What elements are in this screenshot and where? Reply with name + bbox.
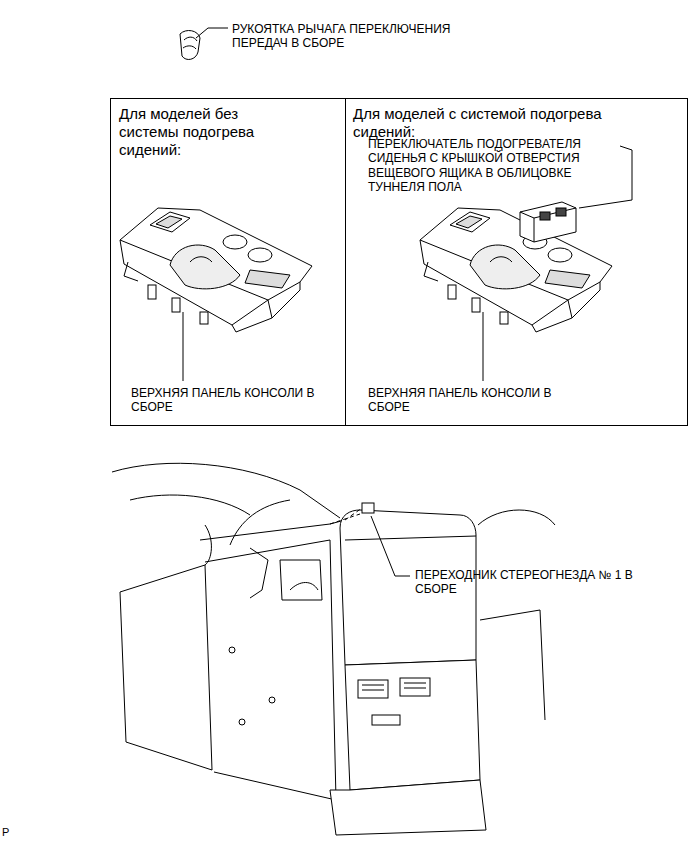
interior-view: [239, 719, 245, 725]
heater-switch: [520, 202, 576, 242]
panel-heading: Для моделей без системы подогрева сидени…: [119, 105, 269, 159]
interior-view: [130, 495, 250, 515]
part-name: ВЕРХНЯЯ ПАНЕЛЬ КОНСОЛИ В СБОРЕ: [368, 386, 593, 415]
leader-line: [483, 312, 484, 381]
console-panel: [420, 208, 612, 332]
part-name: ВЕРХНЯЯ ПАНЕЛЬ КОНСОЛИ В СБОРЕ: [131, 386, 343, 415]
leader-line: [579, 146, 632, 208]
gear-knob: [180, 31, 200, 60]
interior-view: [280, 560, 322, 600]
stereo-jack: [362, 503, 374, 513]
interior-view: [345, 536, 476, 540]
interior-view: [120, 565, 212, 770]
interior-view: [372, 715, 400, 725]
leader-line: [183, 312, 184, 381]
leader-line: [196, 28, 228, 38]
interior-view: [112, 463, 340, 518]
interior-view: [229, 647, 235, 653]
leader-line: [371, 516, 410, 576]
interior-view: [330, 780, 486, 835]
heater-switch: [556, 208, 566, 216]
part-name: ПЕРЕХОДНИК СТЕРЕОГНЕЗДА № 1 В СБОРЕ: [415, 568, 635, 597]
interior-view: [478, 510, 555, 525]
condition-panel: Для моделей с системой подогрева сидений…: [345, 98, 688, 426]
interior-view: [290, 583, 318, 591]
interior-view: [480, 610, 545, 720]
interior-view: [358, 680, 388, 698]
condition-panel: Для моделей без системы подогрева сидени…: [110, 98, 346, 426]
gear-knob: [184, 37, 197, 41]
interior-view: [230, 500, 290, 545]
gear-knob: [180, 31, 200, 60]
part-name: ПЕРЕКЛЮЧАТЕЛЬ ПОДОГРЕВАТЕЛЯ СИДЕНЬЯ С КР…: [368, 137, 608, 195]
heater-switch: [520, 208, 576, 242]
console-panel: [120, 208, 312, 332]
panel-heading: Для моделей с системой подогрева сидений…: [353, 105, 623, 141]
interior-view: [269, 697, 275, 703]
interior-view: [250, 548, 268, 598]
interior-view: [345, 660, 480, 790]
interior-view: [362, 683, 426, 690]
heater-switch: [540, 212, 550, 220]
interior-view: [205, 525, 211, 565]
interior-view: [205, 540, 336, 800]
gear-knob: [183, 46, 196, 49]
heater-switch: [520, 202, 576, 242]
part-name: РУКОЯТКА РЫЧАГА ПЕРЕКЛЮЧЕНИЯ ПЕРЕДАЧ В С…: [232, 22, 502, 51]
interior-view: [330, 514, 360, 524]
interior-view: [200, 520, 345, 540]
interior-view: [112, 463, 555, 835]
interior-view: [400, 678, 430, 696]
figure-code: P: [2, 826, 22, 839]
